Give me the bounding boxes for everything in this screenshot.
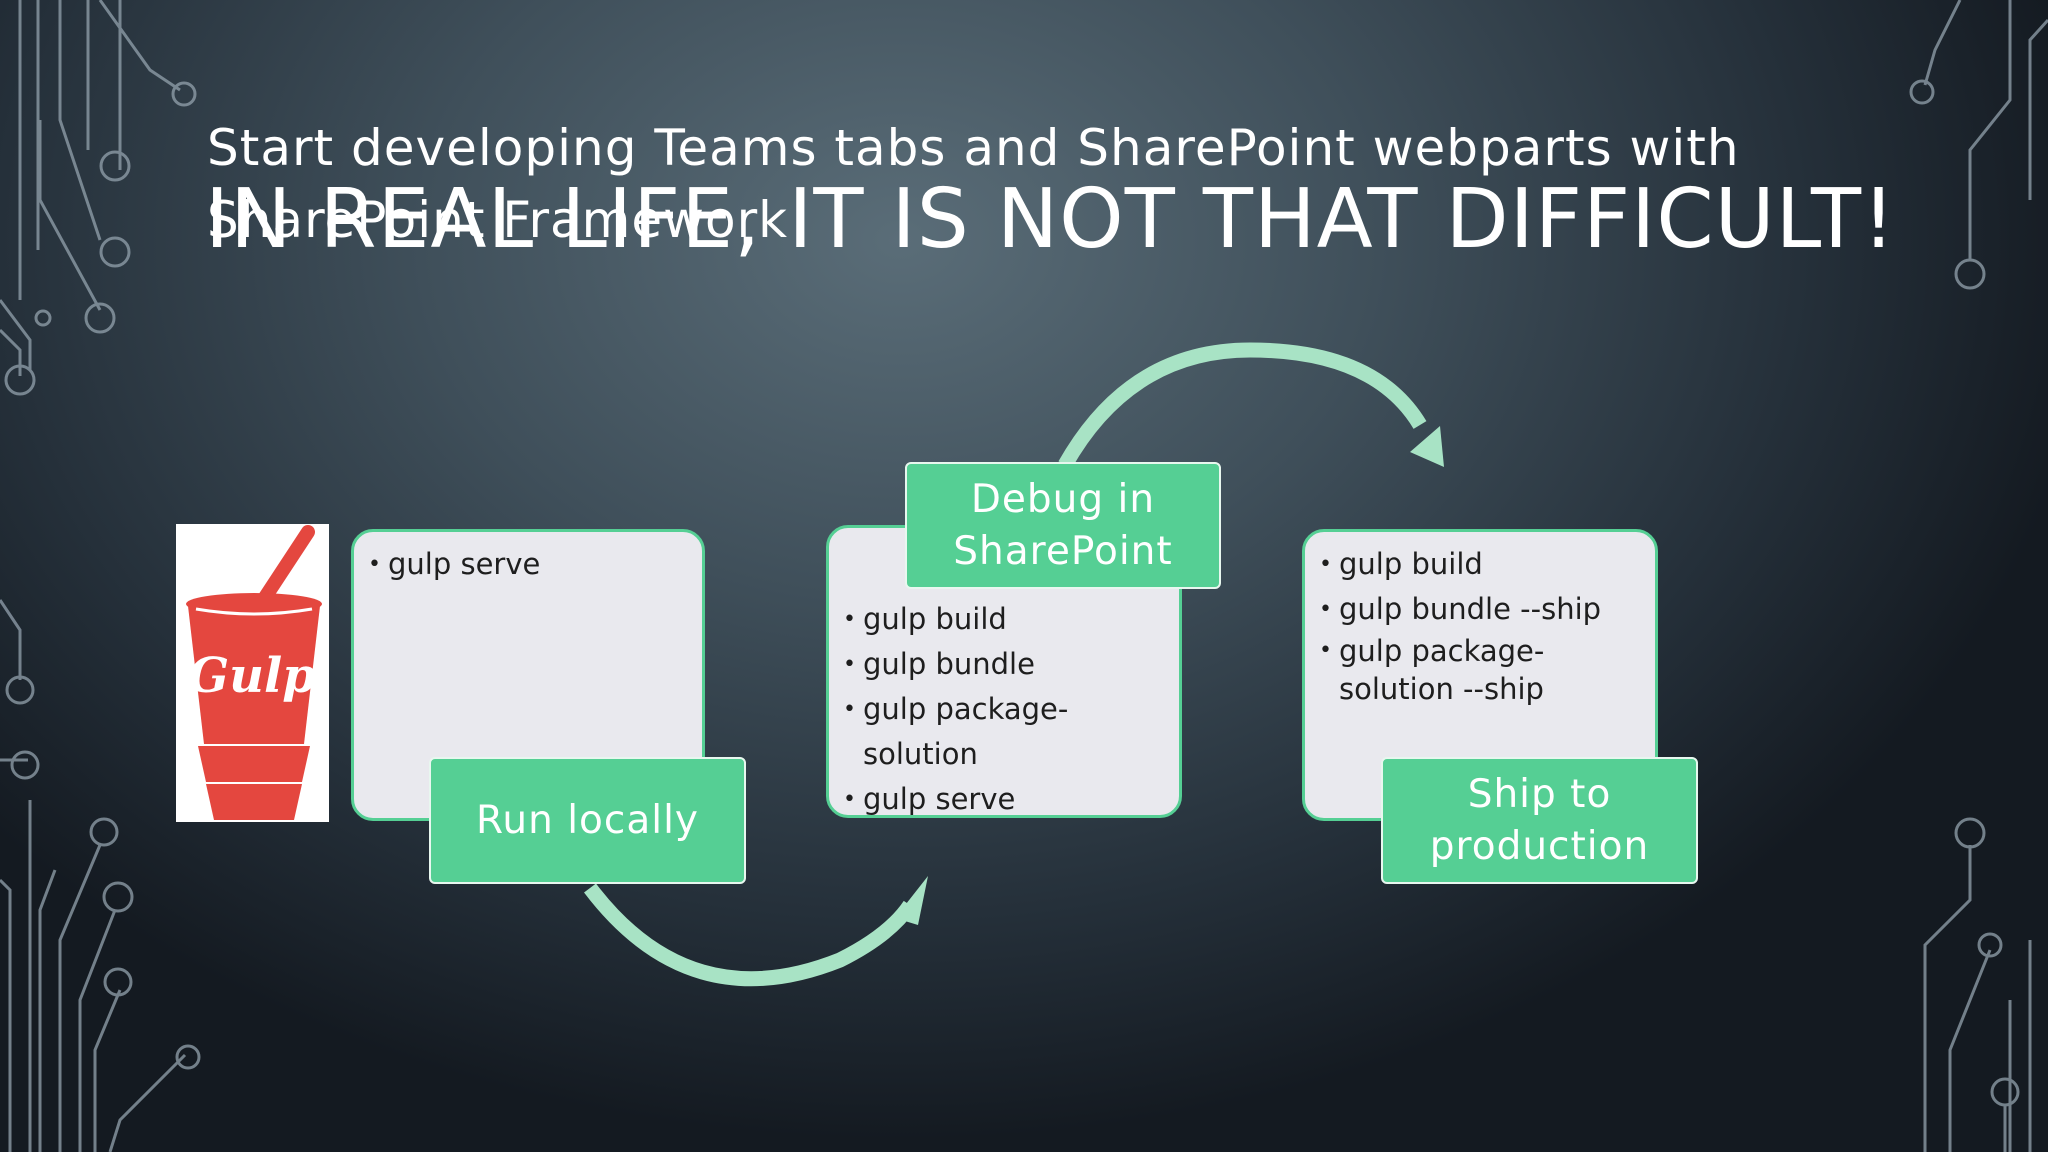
step-1-commands: gulp serve [366, 542, 690, 587]
command-item: gulp build [841, 597, 1167, 642]
arrow-debug-to-ship [1058, 342, 1427, 469]
command-item: gulp bundle [841, 642, 1167, 687]
slide-subtitle: Start developing Teams tabs and SharePoi… [207, 119, 1740, 249]
step-2-commands: gulp build gulp bundle gulp package-solu… [841, 597, 1167, 822]
slide-title: IN REAL LIFE, IT IS NOT THAT DIFFICULT! [205, 172, 1896, 267]
arrow-run-to-debug [584, 883, 917, 987]
gulp-cup-icon: Gulp [186, 525, 322, 820]
command-item: gulp serve [841, 777, 1167, 822]
command-item: gulp package-solution [841, 687, 1167, 777]
command-item: gulp build [1317, 542, 1643, 587]
command-item: gulp bundle --ship [1317, 587, 1643, 632]
arrow-run-to-debug-head [895, 876, 928, 925]
command-item: gulp serve [366, 542, 690, 587]
step-2-label: Debug in SharePoint [905, 462, 1221, 589]
gulp-logo: Gulp [176, 524, 329, 822]
command-item: gulp package-solution --ship [1317, 632, 1643, 708]
step-1-label: Run locally [429, 757, 746, 884]
gulp-logo-text: Gulp [188, 648, 316, 704]
arrow-debug-to-ship-head [1410, 426, 1444, 467]
step-3-commands: gulp build gulp bundle --ship gulp packa… [1317, 542, 1643, 708]
step-3-label: Ship to production [1381, 757, 1698, 884]
